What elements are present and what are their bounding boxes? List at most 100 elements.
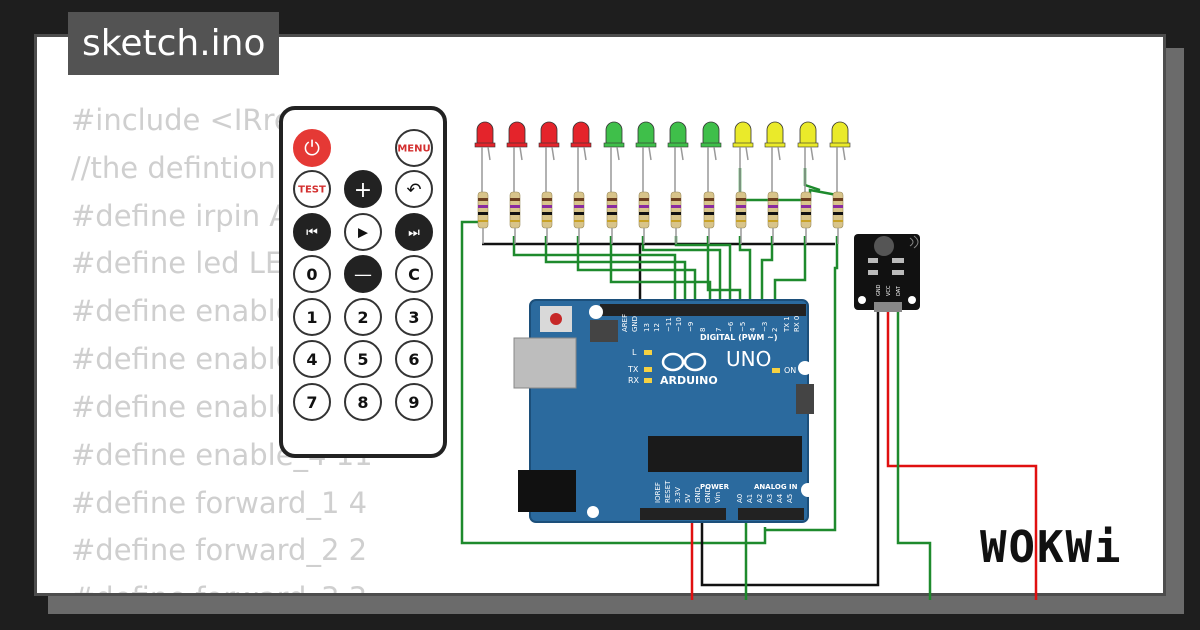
pin-label-gnd: GND xyxy=(631,316,639,332)
pin-label-gnd2: GND xyxy=(694,487,702,503)
pin-label-p1: TX 1 xyxy=(783,316,791,333)
pin-label-p13: 13 xyxy=(643,323,651,332)
wires xyxy=(460,168,1038,600)
digit-4-button[interactable]: 4 xyxy=(293,340,331,378)
led-1[interactable] xyxy=(474,121,496,244)
pin-label-aref: AREF xyxy=(621,314,629,332)
menu-button-label: MENU xyxy=(397,144,430,155)
mount-hole xyxy=(801,483,815,497)
test-button-label: TEST xyxy=(298,185,326,196)
c-button-label: C xyxy=(408,265,420,284)
pin-label-p8: 8 xyxy=(699,328,707,332)
ir-sensor-dome xyxy=(874,236,894,256)
file-tab[interactable]: sketch.ino xyxy=(68,12,280,75)
ir-dat-label: DAT xyxy=(896,285,902,296)
rx-label: RX xyxy=(628,376,640,385)
test-button[interactable]: TEST xyxy=(293,170,331,208)
mount-hole xyxy=(798,361,812,375)
digit-0-button[interactable]: 0 xyxy=(293,255,331,293)
code-line: #define forward_3 3 xyxy=(71,581,367,593)
power-label: POWER xyxy=(700,483,730,491)
l-label: L xyxy=(632,348,637,357)
play-button[interactable]: ▶ xyxy=(344,213,382,251)
l-led xyxy=(644,350,652,355)
reset-button[interactable] xyxy=(550,313,562,325)
next-button[interactable]: ⏭ xyxy=(395,213,433,251)
play-button-label: ▶ xyxy=(358,226,368,241)
led-9[interactable] xyxy=(732,121,754,244)
pin-label-v5: 5V xyxy=(684,494,692,503)
digit-1-button[interactable]: 1 xyxy=(293,298,331,336)
c-button[interactable]: C xyxy=(395,255,433,293)
rx-led xyxy=(644,378,652,383)
digit-4-button-label: 4 xyxy=(306,350,317,369)
digit-9-button-label: 9 xyxy=(408,393,419,412)
menu-button[interactable]: MENU xyxy=(395,129,433,167)
prev-button-label: ⏮ xyxy=(306,226,318,241)
plus-button[interactable]: + xyxy=(344,170,382,208)
ir-board xyxy=(854,234,920,310)
icsp2-header xyxy=(796,384,814,414)
digit-6-button[interactable]: 6 xyxy=(395,340,433,378)
digit-7-button[interactable]: 7 xyxy=(293,383,331,421)
digit-0-button-label: 0 xyxy=(306,265,317,284)
arduino-uno-board[interactable]: UNO ARDUINO DIGITAL (PWM ~) POWER ANALOG… xyxy=(513,299,815,523)
digit-5-button[interactable]: 5 xyxy=(344,340,382,378)
pin-label-a2: A2 xyxy=(756,494,764,503)
power-header xyxy=(640,508,726,520)
pin-label-p3: ~3 xyxy=(761,322,769,332)
digit-3-button-label: 3 xyxy=(408,308,419,327)
mount-hole xyxy=(589,305,603,319)
pin-label-p12: 12 xyxy=(653,323,661,332)
led-7[interactable] xyxy=(667,121,689,244)
code-line: #define irpin A0 xyxy=(71,199,308,233)
tx-led xyxy=(644,367,652,372)
minus-button[interactable]: — xyxy=(344,255,382,293)
pin-label-a4: A4 xyxy=(776,493,784,503)
code-line: #define forward_1 4 xyxy=(71,486,368,520)
led-10[interactable] xyxy=(764,121,786,244)
digit-3-button[interactable]: 3 xyxy=(395,298,433,336)
plus-button-label: + xyxy=(354,178,372,203)
usb-port xyxy=(513,337,577,389)
led-4[interactable] xyxy=(570,121,592,244)
led-8[interactable] xyxy=(700,121,722,244)
digit-5-button-label: 5 xyxy=(357,350,368,369)
pin-label-p2: 2 xyxy=(771,328,779,332)
ir-vcc-label: VCC xyxy=(886,285,892,296)
tx-label: TX xyxy=(627,365,639,374)
digit-9-button[interactable]: 9 xyxy=(395,383,433,421)
pin-label-p9: ~9 xyxy=(687,322,695,332)
ir-pins xyxy=(874,302,902,312)
led-5[interactable] xyxy=(603,121,625,244)
ir-gnd-label: GND xyxy=(876,284,882,296)
power-jack xyxy=(518,470,576,512)
prev-button[interactable]: ⏮ xyxy=(293,213,331,251)
wokwi-logo: WOKWi xyxy=(980,522,1123,573)
pin-label-a5: A5 xyxy=(786,494,794,503)
back-button-label: ↶ xyxy=(406,179,421,200)
digit-2-button[interactable]: 2 xyxy=(344,298,382,336)
pin-label-v33: 3.3V xyxy=(674,487,682,503)
arduino-label: ARDUINO xyxy=(660,374,718,387)
power-button-label: ⏻ xyxy=(304,136,320,160)
back-button[interactable]: ↶ xyxy=(395,170,433,208)
power-button[interactable]: ⏻ xyxy=(293,129,331,167)
digit-1-button-label: 1 xyxy=(306,308,317,327)
led-2[interactable] xyxy=(506,121,528,244)
led-6[interactable] xyxy=(635,121,657,244)
pin-label-p0: RX 0 xyxy=(793,316,801,332)
led-12[interactable] xyxy=(829,121,851,244)
mount-hole xyxy=(587,506,599,518)
signal-icon xyxy=(909,235,919,249)
led-3[interactable] xyxy=(538,121,560,244)
led-11[interactable] xyxy=(797,121,819,244)
digit-8-button[interactable]: 8 xyxy=(344,383,382,421)
digital-label: DIGITAL (PWM ~) xyxy=(700,333,778,342)
analog-label: ANALOG IN xyxy=(754,483,798,491)
code-line: #define led LED xyxy=(71,246,306,280)
ir-receiver-module[interactable]: GND VCC DAT xyxy=(854,234,920,312)
pin-label-p7: 7 xyxy=(715,328,723,332)
pin-label-p11: ~11 xyxy=(665,317,673,332)
